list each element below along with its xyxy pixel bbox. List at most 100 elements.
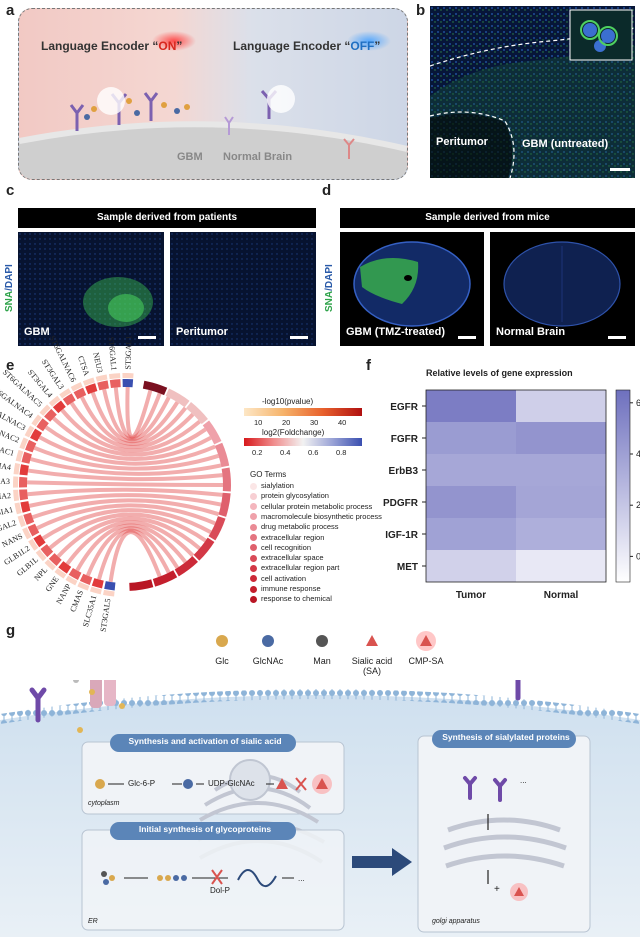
heatmap-cell bbox=[426, 518, 516, 550]
chord-ribbon bbox=[75, 523, 188, 572]
gene-pvalue-arc bbox=[14, 502, 22, 515]
chord-ribbon bbox=[38, 435, 216, 466]
panel-label-a: a bbox=[6, 2, 15, 19]
gene-pvalue-arc bbox=[65, 575, 78, 586]
banner-patients: Sample derived from patients bbox=[18, 208, 316, 228]
go-term-label: immune response bbox=[261, 584, 321, 593]
pvalue-tick: 30 bbox=[310, 418, 319, 427]
box1-title: Synthesis and activation of sialic acid bbox=[128, 736, 282, 746]
ellipsis-golgi: ... bbox=[520, 776, 527, 785]
go-term-label: cell activation bbox=[261, 573, 307, 583]
heatmap-title: Relative levels of gene expression bbox=[426, 368, 573, 378]
heatmap-cell bbox=[426, 454, 516, 486]
chord-ribbon bbox=[108, 530, 162, 583]
gbm-untreated-label: GBM (untreated) bbox=[522, 138, 609, 150]
cmp-sa-icon bbox=[415, 630, 437, 657]
chord-ribbon bbox=[26, 480, 224, 487]
panel-b-micrograph: Peritumor GBM (untreated) bbox=[430, 6, 635, 178]
gene-arc bbox=[19, 489, 29, 501]
scale-bar-c-left bbox=[138, 336, 156, 339]
go-term-arc bbox=[221, 467, 231, 492]
chord-ribbon bbox=[125, 386, 153, 439]
go-term-swatch bbox=[250, 503, 257, 511]
go-term-item: response to chemical bbox=[250, 594, 332, 603]
go-term-swatch bbox=[250, 564, 257, 572]
gene-pvalue-arc bbox=[35, 549, 47, 562]
heatmap-row-label: MET bbox=[397, 562, 418, 573]
gene-pvalue-arc bbox=[95, 374, 108, 382]
glcnac-icon bbox=[257, 630, 279, 657]
fc-tick: 0.8 bbox=[336, 448, 347, 457]
chord-ribbon bbox=[41, 508, 212, 541]
go-term-arc bbox=[174, 556, 198, 577]
stain-label-d: SNA/DAPI bbox=[324, 264, 335, 312]
heatmap-cell bbox=[516, 486, 606, 518]
gene-pvalue-arc bbox=[70, 382, 83, 392]
man-icon bbox=[311, 630, 333, 657]
colorbar-tick-label: 4 bbox=[636, 449, 640, 459]
chord-ribbon bbox=[52, 416, 207, 457]
gene-label: ST8SIA3 bbox=[0, 476, 11, 486]
gene-pvalue-arc bbox=[28, 538, 39, 551]
c-gbm-label: GBM bbox=[24, 326, 50, 338]
heatmap-cell bbox=[516, 390, 606, 422]
gene-pvalue-arc bbox=[103, 589, 115, 597]
chord-ribbon bbox=[90, 391, 180, 444]
panel-label-e: e bbox=[6, 357, 15, 374]
go-term-item: extracellular region part bbox=[250, 563, 339, 572]
plus-sign: + bbox=[494, 884, 500, 895]
heatmap-cell bbox=[426, 486, 516, 518]
go-term-arc bbox=[165, 388, 190, 408]
gene-pvalue-arc bbox=[82, 377, 95, 386]
panel-label-d: d bbox=[322, 182, 332, 199]
gene-arc bbox=[36, 418, 49, 432]
stain-sna-d: SNA bbox=[324, 290, 335, 312]
panel-a-illustration bbox=[19, 31, 407, 179]
go-term-label: extracellular region bbox=[261, 532, 325, 542]
go-term-swatch bbox=[250, 492, 257, 500]
colorbar-tick-label: 6 bbox=[636, 398, 640, 408]
gene-arc bbox=[68, 568, 82, 580]
go-term-item: macromolecule biosynthetic process bbox=[250, 512, 382, 521]
go-term-label: drug metabolic process bbox=[261, 522, 339, 532]
er-label: ER bbox=[88, 918, 98, 925]
gene-pvalue-arc bbox=[31, 414, 42, 427]
chord-ribbon bbox=[60, 408, 201, 453]
go-term-label: response to chemical bbox=[261, 594, 332, 604]
gene-pvalue-arc bbox=[44, 559, 56, 571]
stain-dapi-c: /DAPI bbox=[4, 264, 15, 291]
stain-sna-c: SNA bbox=[4, 290, 15, 312]
pvalue-ticks: 10 20 30 40 bbox=[244, 418, 362, 428]
gene-arc bbox=[23, 512, 35, 525]
go-term-item: immune response bbox=[250, 584, 321, 593]
sialic-acid-icon bbox=[361, 630, 383, 657]
gene-arc bbox=[91, 578, 104, 589]
gene-pvalue-arc bbox=[59, 388, 72, 399]
go-term-arc bbox=[186, 402, 208, 424]
chord-ribbon bbox=[29, 457, 222, 476]
gene-arc bbox=[33, 534, 46, 548]
go-term-swatch bbox=[250, 575, 257, 583]
gene-arc bbox=[73, 387, 87, 400]
gene-arc bbox=[48, 553, 62, 566]
chord-ribbon bbox=[27, 487, 223, 497]
udp-glcnac-label: UDP-GlcNAc bbox=[208, 779, 255, 788]
gene-arc bbox=[19, 476, 28, 488]
scale-bar-d-right bbox=[608, 336, 626, 339]
go-term-label: cellular protein metabolic process bbox=[261, 501, 373, 511]
gene-arc bbox=[19, 464, 29, 476]
gene-arc bbox=[52, 400, 66, 414]
gene-pvalue-arc bbox=[19, 437, 29, 450]
gene-pvalue-arc bbox=[39, 404, 51, 416]
peritumor-label: Peritumor bbox=[436, 136, 488, 148]
micrograph-c-peritumor-image bbox=[170, 232, 316, 346]
go-term-label: macromolecule biosynthetic process bbox=[261, 511, 382, 521]
chord-ribbon bbox=[97, 528, 171, 581]
d-gbm-label: GBM (TMZ-treated) bbox=[346, 326, 445, 338]
fc-colorbar bbox=[244, 438, 362, 446]
gene-arc bbox=[58, 561, 72, 574]
encoder-on-word: ON bbox=[158, 39, 177, 53]
go-term-item: drug metabolic process bbox=[250, 522, 339, 531]
gene-arc bbox=[109, 379, 121, 389]
gene-pvalue-arc bbox=[108, 373, 121, 380]
